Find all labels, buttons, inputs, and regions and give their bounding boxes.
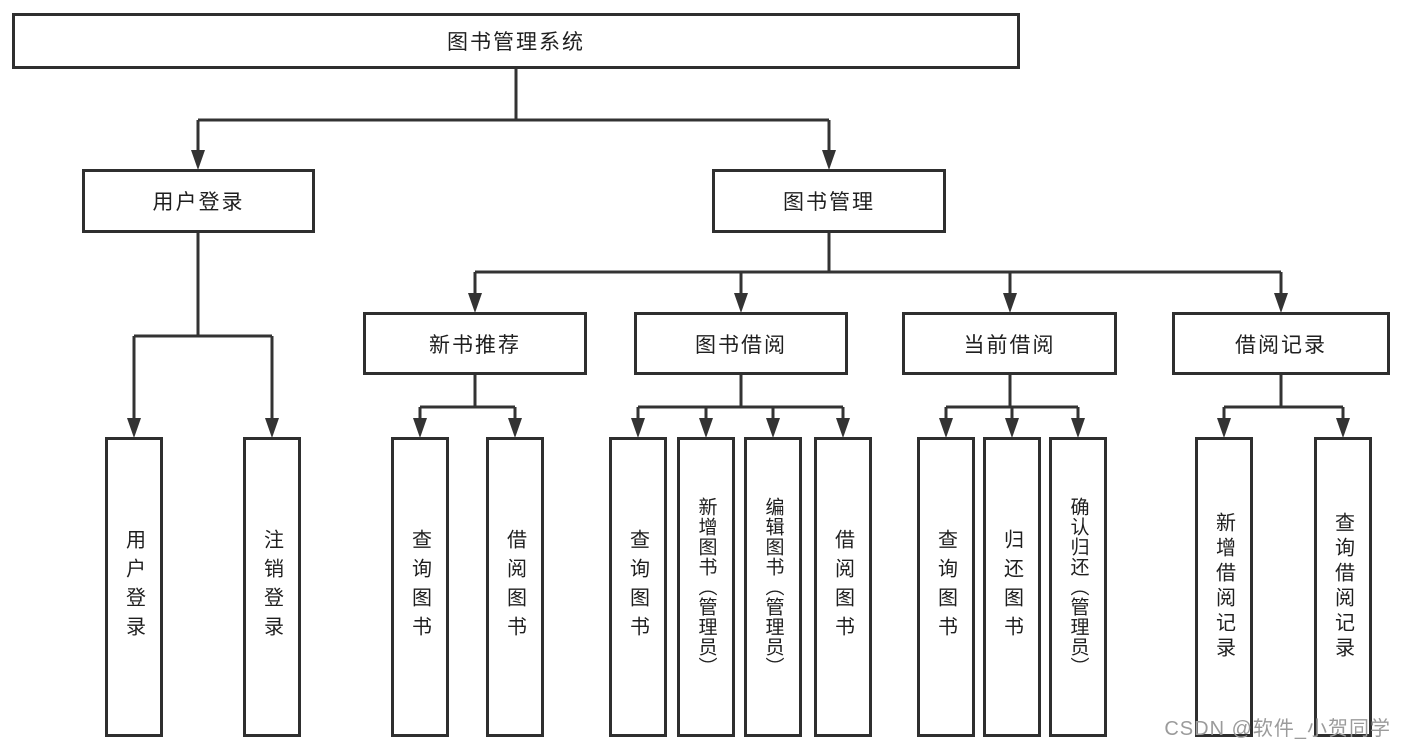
arrowhead [1071, 418, 1085, 438]
node-root: 图书管理系统 [12, 13, 1020, 69]
leaf-current-confirm-return-admin-label: 确认归还（管理员） [1067, 497, 1089, 677]
node-new-book-recommend: 新书推荐 [363, 312, 587, 375]
node-borrow-records: 借阅记录 [1172, 312, 1390, 375]
leaf-recommend-borrow-books-label: 借阅图书 [503, 529, 526, 645]
arrowhead [508, 418, 522, 438]
leaf-current-query-books: 查询图书 [917, 437, 975, 737]
leaf-current-query-books-label: 查询图书 [934, 529, 957, 645]
arrowhead [191, 150, 205, 170]
leaf-borrow-borrow-books: 借阅图书 [814, 437, 872, 737]
node-current-borrow-label: 当前借阅 [963, 333, 1056, 357]
arrowhead [631, 418, 645, 438]
leaf-borrow-add-books-admin-label: 新增图书（管理员） [695, 497, 717, 677]
leaf-current-return-books-label: 归还图书 [1000, 529, 1023, 645]
arrowhead [127, 418, 141, 438]
leaf-record-query-borrow-record: 查询借阅记录 [1314, 437, 1372, 737]
leaf-record-add-borrow-record: 新增借阅记录 [1195, 437, 1253, 737]
leaf-logout: 注销登录 [243, 437, 301, 737]
leaf-borrow-edit-books-admin-label: 编辑图书（管理员） [762, 497, 784, 677]
node-book-borrow-label: 图书借阅 [695, 333, 787, 357]
arrowhead [822, 150, 836, 170]
node-book-management-label: 图书管理 [783, 191, 875, 214]
leaf-user-login-label: 用户登录 [122, 529, 145, 645]
leaf-recommend-query-books-label: 查询图书 [408, 529, 431, 645]
leaf-current-confirm-return-admin: 确认归还（管理员） [1049, 437, 1107, 737]
node-user-login-label: 用户登录 [152, 191, 245, 214]
leaf-borrow-borrow-books-label: 借阅图书 [831, 529, 854, 645]
arrowhead [265, 418, 279, 438]
arrowhead [413, 418, 427, 438]
leaf-current-return-books: 归还图书 [983, 437, 1041, 737]
leaf-borrow-edit-books-admin: 编辑图书（管理员） [744, 437, 802, 737]
node-new-book-recommend-label: 新书推荐 [429, 333, 521, 357]
arrowhead [734, 293, 748, 313]
arrowhead [766, 418, 780, 438]
arrowhead [468, 293, 482, 313]
leaf-recommend-borrow-books: 借阅图书 [486, 437, 544, 737]
arrowhead [1003, 293, 1017, 313]
arrowhead [699, 418, 713, 438]
arrowhead [1336, 418, 1350, 438]
arrowhead [1274, 293, 1288, 313]
leaf-borrow-query-books: 查询图书 [609, 437, 667, 737]
arrowhead [939, 418, 953, 438]
leaf-borrow-query-books-label: 查询图书 [626, 529, 649, 645]
leaf-record-query-borrow-record-label: 查询借阅记录 [1331, 512, 1354, 662]
leaf-recommend-query-books: 查询图书 [391, 437, 449, 737]
arrowhead [1005, 418, 1019, 438]
node-root-label: 图书管理系统 [447, 31, 585, 54]
leaf-logout-label: 注销登录 [260, 529, 283, 645]
node-book-management: 图书管理 [712, 169, 946, 233]
node-borrow-records-label: 借阅记录 [1235, 333, 1327, 357]
leaf-record-add-borrow-record-label: 新增借阅记录 [1212, 512, 1235, 662]
node-current-borrow: 当前借阅 [902, 312, 1117, 375]
arrowhead [836, 418, 850, 438]
node-user-login: 用户登录 [82, 169, 315, 233]
arrowhead [1217, 418, 1231, 438]
leaf-user-login: 用户登录 [105, 437, 163, 737]
node-book-borrow: 图书借阅 [634, 312, 848, 375]
leaf-borrow-add-books-admin: 新增图书（管理员） [677, 437, 735, 737]
